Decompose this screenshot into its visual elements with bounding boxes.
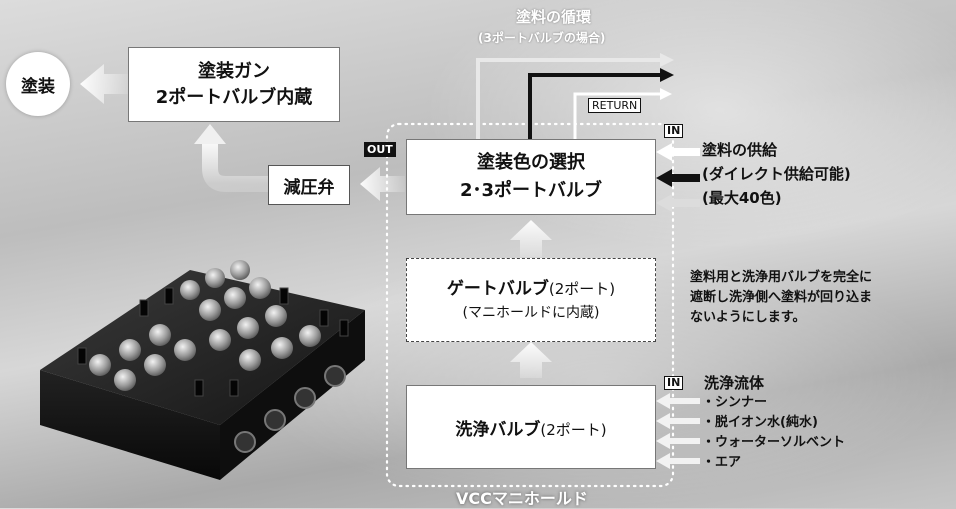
wash-arrow-3: [656, 433, 700, 449]
up-arrow-gate-to-color: [510, 220, 552, 257]
circulation-title: 塗料の循環: [516, 8, 592, 26]
supply-line3: (最大40色): [702, 189, 782, 207]
gate-valve-suffix: (2ポート): [548, 280, 616, 298]
return-line: [573, 92, 660, 140]
reducer-label: 減圧弁: [283, 177, 335, 198]
up-arrow-wash-to-gate: [510, 342, 552, 378]
supply-arrow-white: [656, 143, 700, 161]
return-arrowhead: [660, 88, 672, 100]
wash-fluid-list: ・シンナー ・脱イオン水(純水) ・ウォーターソルベント ・エア: [702, 393, 845, 473]
manifold-label: VCCマニホールド: [456, 489, 588, 508]
note-text: 塗料用と洗浄用バルブを完全に 遮断し洗浄側へ塗料が回り込ま ないようにします。: [690, 268, 872, 328]
spray-gun-box: 塗装ガン 2ポートバルブ内蔵: [128, 47, 340, 122]
reducer-to-gun-arrowhead: [194, 124, 226, 144]
reducer-to-gun-arrow: [202, 140, 268, 192]
wash-in-tag: IN: [664, 376, 684, 390]
out-tag: OUT: [364, 142, 396, 157]
supply-arrow-black: [656, 169, 700, 187]
color-select-box: 塗装色の選択 2･3ポートバルブ: [406, 139, 656, 215]
gate-valve-main: ゲートバルブ: [446, 279, 549, 299]
circulation-line-light: [476, 58, 660, 140]
wash-fluid-title: 洗浄流体: [704, 374, 765, 392]
color-select-line2: 2･3ポートバルブ: [459, 180, 603, 201]
circulation-line-black: [528, 73, 660, 140]
supply-in-tag: IN: [664, 124, 684, 138]
circulation-arrowhead-black: [660, 68, 674, 82]
spray-gun-line1: 塗装ガン: [198, 60, 270, 82]
wash-fluid-item: ・エア: [702, 455, 742, 470]
gun-to-paint-arrow: [80, 64, 128, 104]
gate-valve-box: ゲートバルブ(2ポート) (マニホールドに内蔵): [406, 258, 656, 342]
reducer-box: 減圧弁: [268, 165, 350, 205]
supply-text: 塗料の供給 (ダイレクト供給可能) (最大40色): [702, 138, 851, 210]
note-line3: ないようにします。: [690, 310, 806, 325]
wash-fluid-item: ・シンナー: [702, 395, 768, 410]
supply-arrow-gray: [656, 194, 700, 212]
paint-circle-label: 塗装: [21, 76, 55, 97]
wash-arrow-2: [656, 413, 700, 429]
note-line1: 塗料用と洗浄用バルブを完全に: [690, 270, 873, 285]
wash-valve-box: 洗浄バルブ(2ポート): [406, 385, 656, 469]
gate-valve-sub: (マニホールドに内蔵): [462, 305, 600, 321]
wash-valve-suffix: (2ポート): [540, 420, 607, 439]
spray-gun-line2: 2ポートバルブ内蔵: [155, 86, 313, 108]
paint-circle: 塗装: [6, 52, 70, 116]
wash-arrow-4: [656, 453, 700, 469]
wash-arrow-1: [656, 393, 700, 409]
manifold-product-image: [40, 260, 365, 480]
supply-line1: 塗料の供給: [702, 141, 778, 159]
circulation-subtitle: (3ポートバルブの場合): [478, 31, 606, 45]
wash-fluid-item: ・脱イオン水(純水): [702, 415, 818, 430]
note-line2: 遮断し洗浄側へ塗料が回り込ま: [690, 290, 873, 305]
out-arrow: [360, 167, 405, 201]
wash-valve-main: 洗浄バルブ: [455, 419, 541, 440]
circulation-arrowhead-light: [660, 53, 674, 67]
return-label: RETURN: [588, 98, 642, 113]
wash-fluid-item: ・ウォーターソルベント: [702, 435, 846, 450]
color-select-line1: 塗装色の選択: [477, 152, 585, 173]
supply-line2: (ダイレクト供給可能): [702, 165, 851, 183]
